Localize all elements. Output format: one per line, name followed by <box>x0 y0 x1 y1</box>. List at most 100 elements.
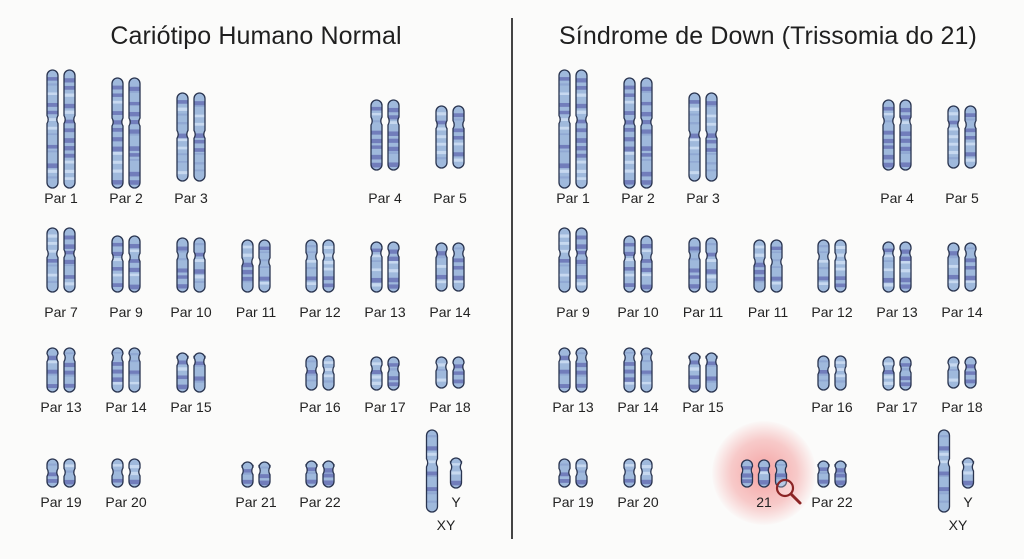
normal-pair-4-label: Par 4 <box>368 190 402 206</box>
down-pair-3-label: Par 3 <box>686 190 720 206</box>
down-pair-18-label: Par 18 <box>941 399 983 415</box>
down-pair-11-second-label: Par 11 <box>747 304 789 320</box>
down-trisomy-21-label: 21 <box>756 494 772 510</box>
down-pair-13-label: Par 13 <box>552 399 594 415</box>
normal-pair-21-label: Par 21 <box>235 494 277 510</box>
normal-karyotype-title: Cariótipo Humano Normal <box>110 22 402 50</box>
down-pair-9-label: Par 9 <box>556 304 590 320</box>
down-pair-4-label: Par 4 <box>880 190 914 206</box>
normal-pair-9-label: Par 9 <box>109 304 143 320</box>
down-pair-5-label: Par 5 <box>945 190 979 206</box>
normal-xy-label: XY <box>436 517 456 533</box>
normal-pair-13-row2-label: Par 13 <box>364 304 406 320</box>
normal-pair-3-label: Par 3 <box>174 190 208 206</box>
down-pair-15-label: Par 15 <box>682 399 724 415</box>
normal-pair-13-label: Par 13 <box>40 399 82 415</box>
normal-pair-2-label: Par 2 <box>109 190 143 206</box>
normal-pair-1-label: Par 1 <box>44 190 78 206</box>
normal-karyotype-panel: Cariótipo Humano Normal <box>110 22 402 50</box>
normal-pair-16-label: Par 16 <box>299 399 341 415</box>
normal-pair-22-label: Par 22 <box>299 494 341 510</box>
down-xy-label: XY <box>948 517 968 533</box>
down-pair-12-label: Par 12 <box>811 304 853 320</box>
normal-pair-15-label: Par 15 <box>170 399 212 415</box>
down-pair-16-label: Par 16 <box>811 399 853 415</box>
down-pair-17-label: Par 17 <box>876 399 918 415</box>
normal-pair-11-label: Par 11 <box>235 304 277 320</box>
down-y-chromosome-label: Y <box>963 494 973 510</box>
panel-divider <box>511 18 513 539</box>
normal-pair-20-label: Par 20 <box>105 494 147 510</box>
down-pair-2-label: Par 2 <box>621 190 655 206</box>
down-pair-13-row2-label: Par 13 <box>876 304 918 320</box>
normal-pair-18-label: Par 18 <box>429 399 471 415</box>
down-pair-1-label: Par 1 <box>556 190 590 206</box>
down-pair-14-label: Par 14 <box>617 399 659 415</box>
down-pair-11-first-label: Par 11 <box>682 304 724 320</box>
normal-pair-14-label: Par 14 <box>105 399 147 415</box>
normal-y-chromosome-label: Y <box>451 494 461 510</box>
normal-pair-14-row2-label: Par 14 <box>429 304 471 320</box>
down-pair-20-label: Par 20 <box>617 494 659 510</box>
normal-pair-12-label: Par 12 <box>299 304 341 320</box>
normal-pair-7-label: Par 7 <box>44 304 78 320</box>
normal-pair-5-label: Par 5 <box>433 190 467 206</box>
down-syndrome-panel: Síndrome de Down (Trissomia do 21) <box>512 0 1024 559</box>
down-pair-19-label: Par 19 <box>552 494 594 510</box>
down-syndrome-title: Síndrome de Down (Trissomia do 21) <box>559 22 977 50</box>
down-pair-22-label: Par 22 <box>811 494 853 510</box>
down-pair-14-row2-label: Par 14 <box>941 304 983 320</box>
normal-pair-10-label: Par 10 <box>170 304 212 320</box>
down-pair-10-label: Par 10 <box>617 304 659 320</box>
normal-pair-17-label: Par 17 <box>364 399 406 415</box>
normal-pair-19-label: Par 19 <box>40 494 82 510</box>
